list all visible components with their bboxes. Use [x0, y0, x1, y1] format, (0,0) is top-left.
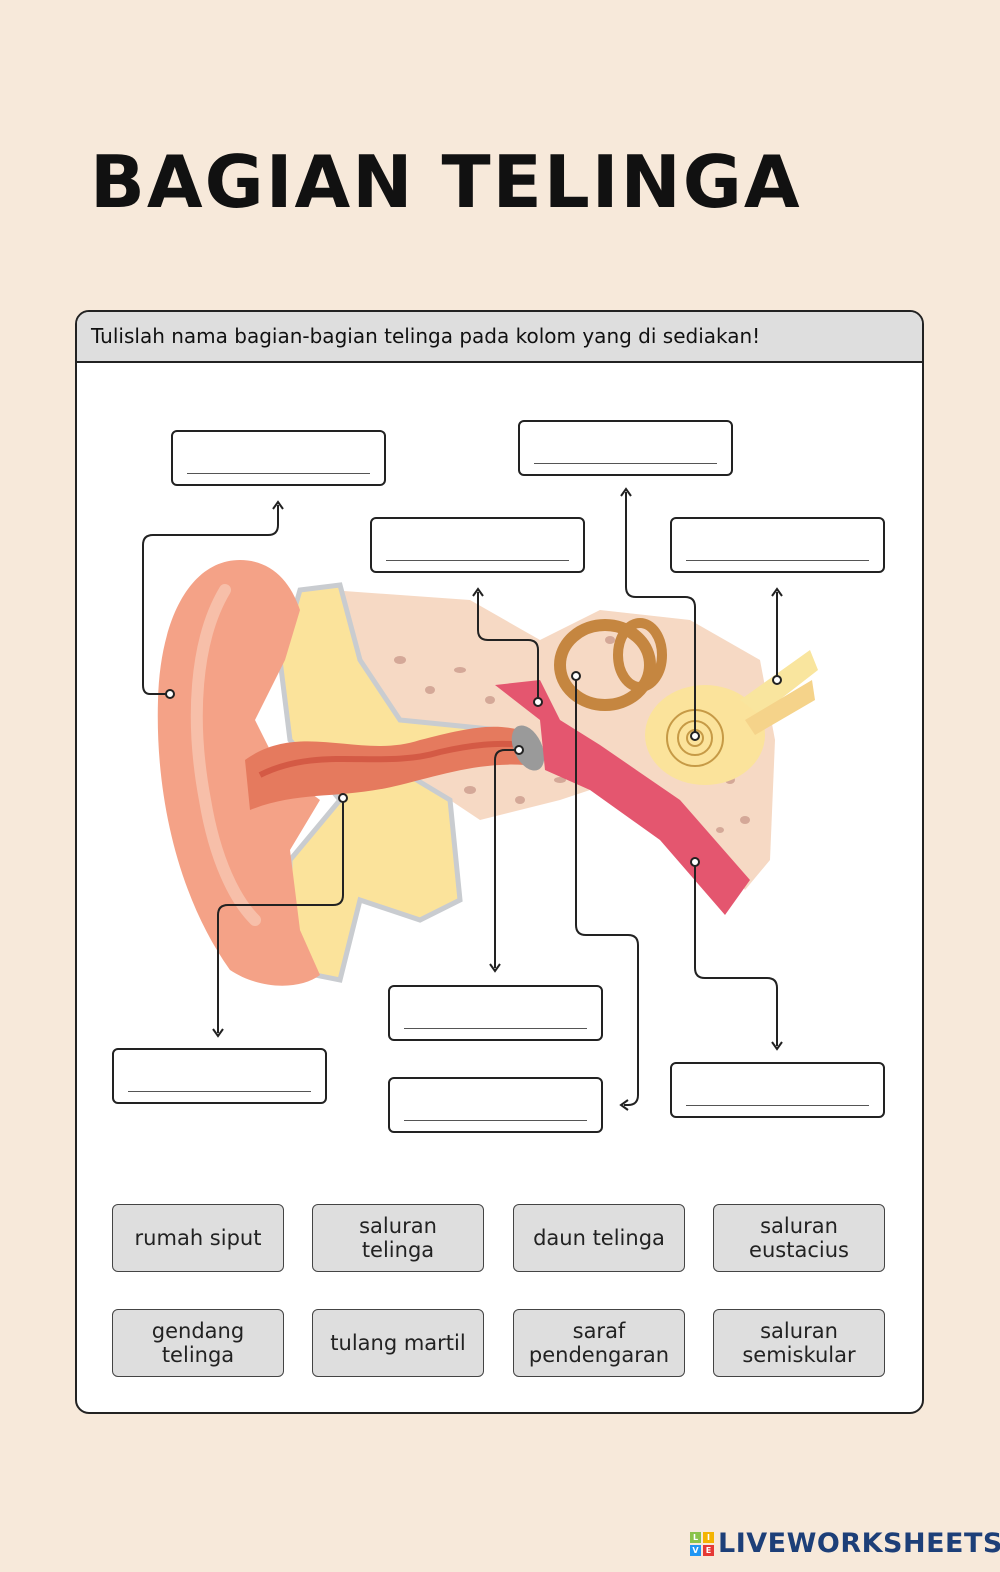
- word-chip[interactable]: rumah siput: [112, 1204, 284, 1272]
- word-chip[interactable]: saluran telinga: [312, 1204, 484, 1272]
- answer-input-3[interactable]: [386, 539, 569, 561]
- semicircular-canals: [554, 619, 656, 711]
- inner-ear: [645, 685, 765, 785]
- word-chip[interactable]: tulang martil: [312, 1309, 484, 1377]
- answer-input-5[interactable]: [128, 1070, 311, 1092]
- page-title: BAGIAN TELINGA: [90, 140, 802, 224]
- eustachian-tube: [495, 680, 750, 915]
- answer-input-2[interactable]: [534, 442, 717, 464]
- word-chip[interactable]: daun telinga: [513, 1204, 685, 1272]
- leader-lines: [142, 492, 778, 1106]
- answer-box-4[interactable]: [670, 517, 885, 573]
- logo-text: LIVEWORKSHEETS: [718, 1528, 1000, 1559]
- answer-input-4[interactable]: [686, 539, 869, 561]
- answer-input-1[interactable]: [187, 452, 370, 474]
- word-chip[interactable]: saraf pendengaran: [513, 1309, 685, 1377]
- answer-box-7[interactable]: [388, 1077, 603, 1133]
- arrowheads: [212, 487, 783, 1111]
- eardrum: [511, 725, 545, 771]
- answer-box-3[interactable]: [370, 517, 585, 573]
- answer-box-8[interactable]: [670, 1062, 885, 1118]
- word-chip[interactable]: saluran eustacius: [713, 1204, 885, 1272]
- answer-input-8[interactable]: [686, 1084, 869, 1106]
- answer-box-6[interactable]: [388, 985, 603, 1041]
- answer-input-6[interactable]: [404, 1007, 587, 1029]
- answer-input-7[interactable]: [404, 1099, 587, 1121]
- instruction-text: Tulislah nama bagian-bagian telinga pada…: [77, 312, 922, 363]
- logo-icon: L I V E: [690, 1531, 714, 1556]
- answer-box-2[interactable]: [518, 420, 733, 476]
- leader-dots: [165, 671, 782, 867]
- answer-box-5[interactable]: [112, 1048, 327, 1104]
- liveworksheets-logo: L I V E LIVEWORKSHEETS: [690, 1528, 1000, 1559]
- word-chip[interactable]: saluran semiskular: [713, 1309, 885, 1377]
- answer-box-1[interactable]: [171, 430, 386, 486]
- word-chip[interactable]: gendang telinga: [112, 1309, 284, 1377]
